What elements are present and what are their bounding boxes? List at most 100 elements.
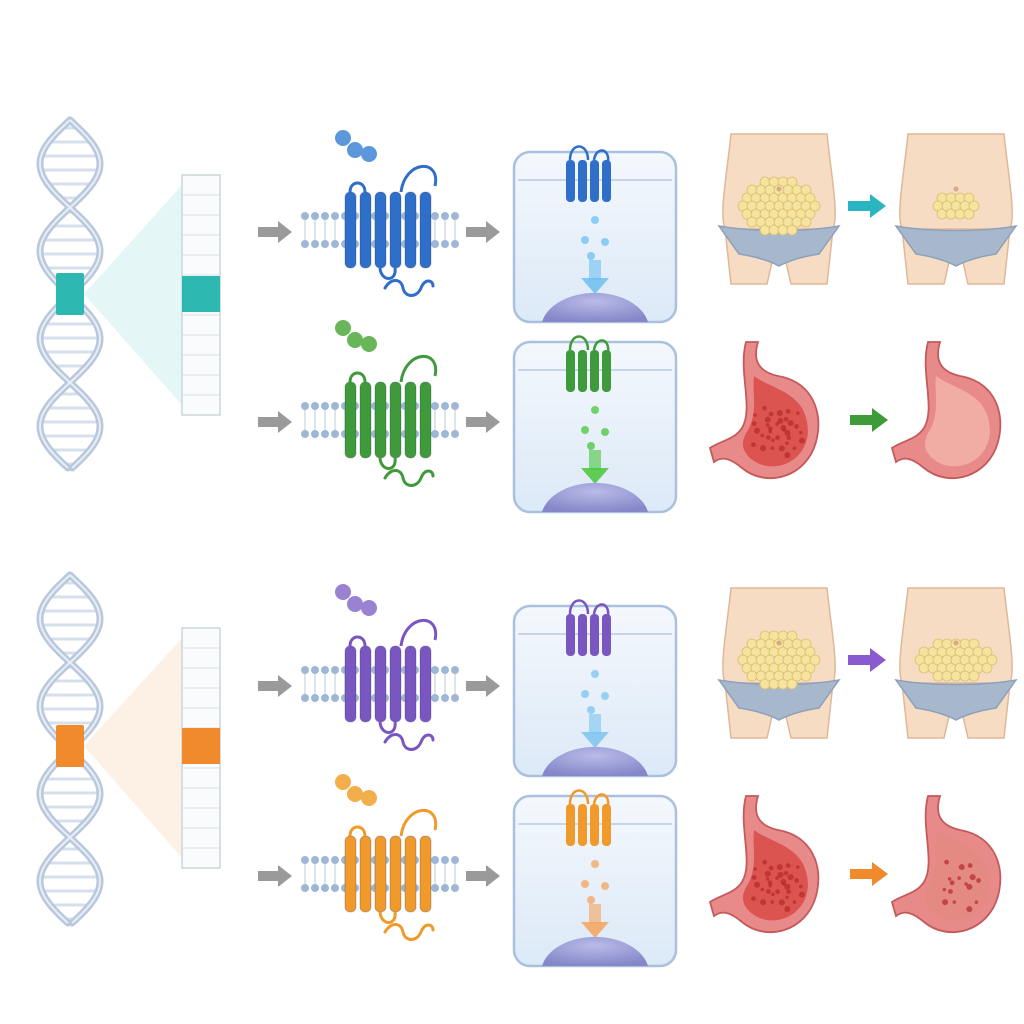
- receptor-loop: [592, 149, 610, 163]
- membrane-head: [331, 240, 339, 248]
- receptor-helix: [374, 191, 387, 269]
- inflammation-spot: [798, 437, 805, 444]
- inflammation-spot: [785, 441, 789, 446]
- abdomen-after-illustration: [894, 587, 1018, 739]
- inflammation-spot: [795, 411, 800, 415]
- arrow-shape: [848, 648, 886, 672]
- receptor-loop: [378, 267, 397, 280]
- gene-bar-highlight: [182, 276, 220, 312]
- inflammation-spot: [766, 889, 771, 894]
- inflammation-spot: [799, 884, 803, 889]
- inflammation-spot: [775, 435, 781, 441]
- membrane-head: [451, 240, 459, 248]
- inflammation-spot: [767, 880, 773, 886]
- membrane-head: [301, 666, 309, 674]
- gene-zoom-bar: [84, 627, 221, 869]
- signal-particle: [601, 692, 609, 700]
- fat-cell: [791, 670, 803, 682]
- ligand-molecule: [361, 336, 377, 352]
- underwear: [894, 678, 1018, 721]
- gpcr-receptor-icon: [301, 584, 459, 751]
- signal-particle: [581, 236, 589, 244]
- receptor-helix: [419, 645, 432, 723]
- inflammation-spot: [949, 880, 955, 886]
- receptor-tail: [383, 733, 435, 751]
- membrane-head: [331, 884, 339, 892]
- receptor-to-cell-arrow-icon: [466, 221, 500, 243]
- signal-particle: [587, 706, 595, 714]
- fat-deposit: [737, 630, 821, 690]
- membrane-head: [451, 212, 459, 220]
- stomach-before-illustration: [708, 341, 820, 480]
- signal-particle: [581, 880, 589, 888]
- receptor-tail: [383, 469, 435, 487]
- signal-arrow-shaft: [589, 260, 601, 280]
- membrane-head: [331, 856, 339, 864]
- cell-signaling-panel: [512, 145, 678, 324]
- inflammation-spot: [770, 446, 775, 450]
- inflammation-spot: [976, 878, 981, 883]
- gpcr-receptor-icon: [301, 130, 459, 297]
- fat-cell: [786, 678, 798, 690]
- receptor-helix: [419, 381, 432, 459]
- receptor-helix: [374, 381, 387, 459]
- membrane-head: [451, 694, 459, 702]
- inflammation-spot: [795, 865, 800, 869]
- stomach-after-illustration: [890, 341, 1002, 480]
- receptor-helix: [404, 381, 417, 459]
- inflammation-spot: [770, 900, 775, 904]
- inflammation-spot: [942, 899, 949, 906]
- inflammation-spot: [783, 870, 789, 876]
- inflammation-spot: [754, 881, 761, 888]
- fat-cell: [968, 670, 980, 682]
- receptor-helix: [389, 191, 402, 269]
- inflammation-spot: [751, 896, 756, 902]
- inflammation-spot: [785, 863, 791, 868]
- gene-to-receptor-arrow-icon: [258, 221, 292, 243]
- navel: [953, 186, 959, 192]
- stomach-lining: [742, 376, 808, 467]
- inflammation-spot: [764, 416, 771, 423]
- ligand-molecule: [347, 142, 363, 158]
- receptor-helix: [419, 191, 432, 269]
- signal-particle: [581, 690, 589, 698]
- stomach-lining: [924, 376, 990, 467]
- gpcr-receptor-icon: [301, 774, 459, 941]
- receptor-tail: [383, 923, 435, 941]
- inflammation-spot: [776, 410, 783, 417]
- inflammation-spot: [751, 875, 757, 881]
- inflammation-spot: [787, 874, 794, 881]
- membrane-head: [441, 240, 449, 248]
- inflammation-spot: [768, 429, 773, 434]
- membrane-head: [311, 884, 319, 892]
- signal-arrow-shaft: [589, 904, 601, 924]
- inflammation-spot: [768, 411, 774, 417]
- inflammation-spot: [771, 892, 775, 897]
- receptor-helix: [566, 614, 575, 656]
- receptor-loop: [348, 181, 367, 193]
- arrow-shape: [466, 675, 500, 697]
- receptor-helix: [359, 835, 372, 913]
- inflammation-spot: [765, 877, 770, 881]
- gene-bar-highlight: [182, 728, 220, 764]
- gene-locus-highlight: [56, 725, 84, 767]
- inflammation-spot: [780, 424, 787, 431]
- fat-cell: [959, 670, 971, 682]
- inflammation-spot: [765, 423, 770, 427]
- receptor-helix: [404, 645, 417, 723]
- membrane-head: [331, 430, 339, 438]
- inflammation-spot: [760, 445, 767, 452]
- receptor-to-cell-arrow-icon: [466, 675, 500, 697]
- membrane-head: [451, 402, 459, 410]
- membrane-head: [321, 884, 329, 892]
- membrane-head: [451, 430, 459, 438]
- receptor-helix: [578, 160, 587, 202]
- membrane-head: [311, 240, 319, 248]
- fat-cell: [968, 200, 980, 212]
- signal-particle: [587, 896, 595, 904]
- inflammation-spot: [762, 405, 768, 411]
- gene-locus-highlight: [56, 273, 84, 315]
- membrane-head: [321, 856, 329, 864]
- inflammation-spot: [792, 900, 797, 905]
- receptor-helix: [590, 350, 599, 392]
